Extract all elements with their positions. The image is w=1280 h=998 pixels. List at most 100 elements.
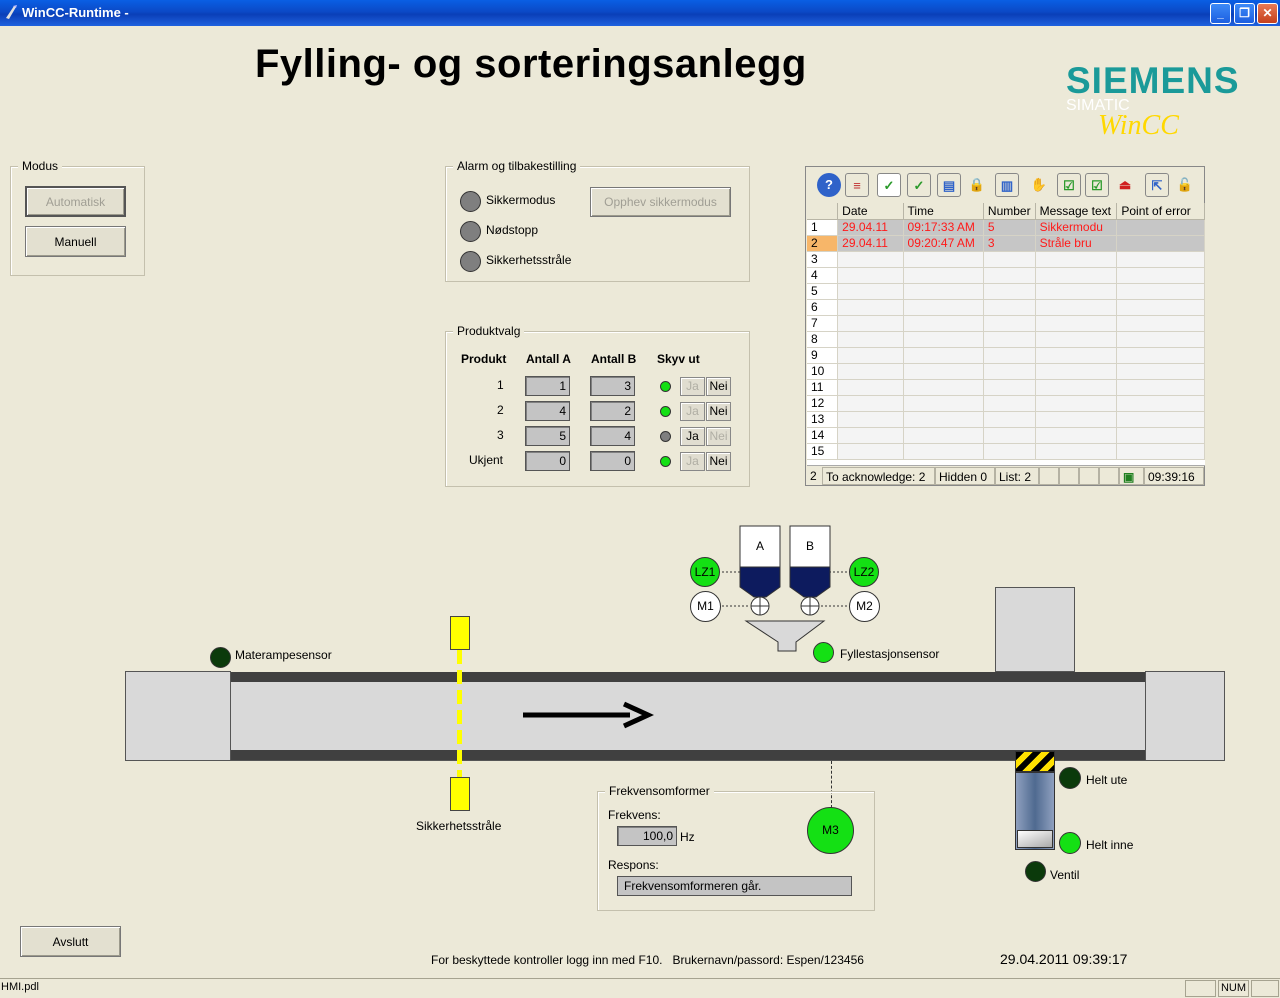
alarm-row-empty[interactable]: 10: [807, 363, 1205, 380]
alarm-date: 29.04.11: [837, 235, 904, 252]
frekvens-unit: Hz: [680, 830, 695, 844]
antall-b-input[interactable]: 4: [590, 426, 635, 446]
alarm-row-empty[interactable]: 4: [807, 267, 1205, 284]
m1-motor: M1: [690, 591, 721, 622]
alarm-col-time[interactable]: Time: [903, 203, 984, 220]
materampesensor-indicator: [210, 647, 231, 668]
materampesensor-label: Materampesensor: [235, 648, 332, 662]
alarm-row-number: 7: [807, 315, 839, 332]
produkt-name: 2: [497, 403, 504, 417]
helt-ute-label: Helt ute: [1086, 773, 1128, 787]
alarm-row-empty[interactable]: 13: [807, 411, 1205, 428]
nei-button[interactable]: Nei: [706, 402, 731, 421]
alarm-row[interactable]: 1 29.04.11 09:17:33 AM 5 Sikkermodu: [807, 219, 1205, 236]
sikkermodus-label: Sikkermodus: [486, 193, 556, 207]
pusher-hazard-plate: [1015, 751, 1055, 772]
antall-b-input[interactable]: 2: [590, 401, 635, 421]
ja-button[interactable]: Ja: [680, 377, 705, 396]
alarm-col-point-of-error[interactable]: Point of error: [1116, 203, 1205, 220]
alarm-row-number: 4: [807, 267, 839, 284]
acknowledge-icon[interactable]: ✓: [877, 173, 901, 197]
archive-list-icon[interactable]: ▤: [937, 173, 961, 197]
antall-a-input[interactable]: 1: [525, 376, 570, 396]
conveyor-left-roller: [125, 671, 231, 761]
alarm-message: Sikkermodu: [1035, 219, 1118, 236]
antall-b-input[interactable]: 0: [590, 451, 635, 471]
alarm-time: 09:20:47 AM: [903, 235, 984, 252]
antall-a-input[interactable]: 5: [525, 426, 570, 446]
network-icon: ▣: [1119, 467, 1144, 485]
alarm-row[interactable]: 2 29.04.11 09:20:47 AM 3 Stråle bru: [807, 235, 1205, 252]
help-icon[interactable]: ?: [817, 173, 841, 197]
manuell-button[interactable]: Manuell: [25, 226, 126, 257]
alarm-row-empty[interactable]: 9: [807, 347, 1205, 364]
close-button[interactable]: ✕: [1257, 3, 1278, 24]
alarm-row-empty[interactable]: 6: [807, 299, 1205, 316]
antall-b-input[interactable]: 3: [590, 376, 635, 396]
status-empty-4: [1099, 467, 1119, 485]
minimize-button[interactable]: _: [1210, 3, 1231, 24]
alarm-row-number: 6: [807, 299, 839, 316]
opphev-sikkermodus-button[interactable]: Opphev sikkermodus: [590, 187, 731, 217]
antall-a-input[interactable]: 0: [525, 451, 570, 471]
nei-button[interactable]: Nei: [706, 377, 731, 396]
alarm-col-date[interactable]: Date: [837, 203, 904, 220]
avslutt-button[interactable]: Avslutt: [20, 926, 121, 957]
automatisk-button[interactable]: Automatisk: [25, 186, 126, 217]
alarm-row-number: 3: [807, 251, 839, 268]
alarm-row-number: 12: [807, 395, 839, 412]
nodstopp-label: Nødstopp: [486, 223, 539, 237]
alarm-col-message[interactable]: Message text: [1035, 203, 1118, 220]
alarm-time: 09:17:33 AM: [903, 219, 984, 236]
group-acknowledge-icon[interactable]: ✓: [907, 173, 931, 197]
num-lock-indicator: NUM: [1218, 980, 1249, 997]
alarm-col-rownum: [807, 203, 839, 220]
statistics-icon[interactable]: ▥: [995, 173, 1019, 197]
filter-icon[interactable]: ☑: [1085, 173, 1109, 197]
lock-icon[interactable]: 🔒: [968, 177, 986, 192]
export-icon[interactable]: ⇱: [1145, 173, 1169, 197]
lock-export-icon[interactable]: 🔓: [1176, 177, 1194, 192]
restore-button[interactable]: ❐: [1234, 3, 1255, 24]
filling-station: [722, 525, 848, 652]
frekvens-label: Frekvens:: [608, 808, 661, 822]
frekvens-input[interactable]: 100,0: [617, 826, 677, 846]
alarm-row-number: 9: [807, 347, 839, 364]
frekvens-legend: Frekvensomformer: [605, 784, 714, 798]
alarm-row-empty[interactable]: 11: [807, 379, 1205, 396]
pusher-rod: [1017, 830, 1053, 848]
horn-icon[interactable]: ⏏: [1118, 177, 1132, 192]
m3-motor: M3: [807, 807, 854, 854]
nei-button[interactable]: Nei: [706, 452, 731, 471]
hand-icon[interactable]: ✋: [1030, 177, 1048, 192]
alarm-row-number: 13: [807, 411, 839, 428]
safety-beam: [457, 650, 462, 777]
status-empty-3: [1079, 467, 1099, 485]
alarm-message-view: ? ≡ ✓ ✓ ▤ 🔒 ▥ ✋ ☑ ☑ ⏏ ⇱ 🔓 Date Time Numb…: [805, 166, 1205, 486]
nei-button[interactable]: Nei: [706, 427, 731, 446]
wincc-logo: WinCC: [1098, 110, 1179, 141]
lz1-indicator: LZ1: [690, 557, 720, 587]
alarm-row-empty[interactable]: 5: [807, 283, 1205, 300]
alarm-table[interactable]: Date Time Number Message text Point of e…: [807, 203, 1205, 465]
header-produkt: Produkt: [461, 352, 507, 366]
m3-link: [831, 761, 832, 808]
ventil-label: Ventil: [1050, 868, 1080, 882]
ja-button[interactable]: Ja: [680, 452, 705, 471]
message-list-icon[interactable]: ≡: [845, 173, 869, 197]
alarm-row-empty[interactable]: 3: [807, 251, 1205, 268]
alarm-row-empty[interactable]: 7: [807, 315, 1205, 332]
status-empty-2: [1059, 467, 1079, 485]
alarm-row-empty[interactable]: 14: [807, 427, 1205, 444]
conveyor: [125, 672, 1225, 761]
selection-icon[interactable]: ☑: [1057, 173, 1081, 197]
ja-button[interactable]: Ja: [680, 427, 705, 446]
alarm-date: 29.04.11: [837, 219, 904, 236]
alarm-row-empty[interactable]: 12: [807, 395, 1205, 412]
alarm-row-empty[interactable]: 15: [807, 443, 1205, 460]
alarm-row-empty[interactable]: 8: [807, 331, 1205, 348]
antall-a-input[interactable]: 4: [525, 401, 570, 421]
ja-button[interactable]: Ja: [680, 402, 705, 421]
status-count: 2: [810, 469, 817, 483]
alarm-col-number[interactable]: Number: [983, 203, 1036, 220]
